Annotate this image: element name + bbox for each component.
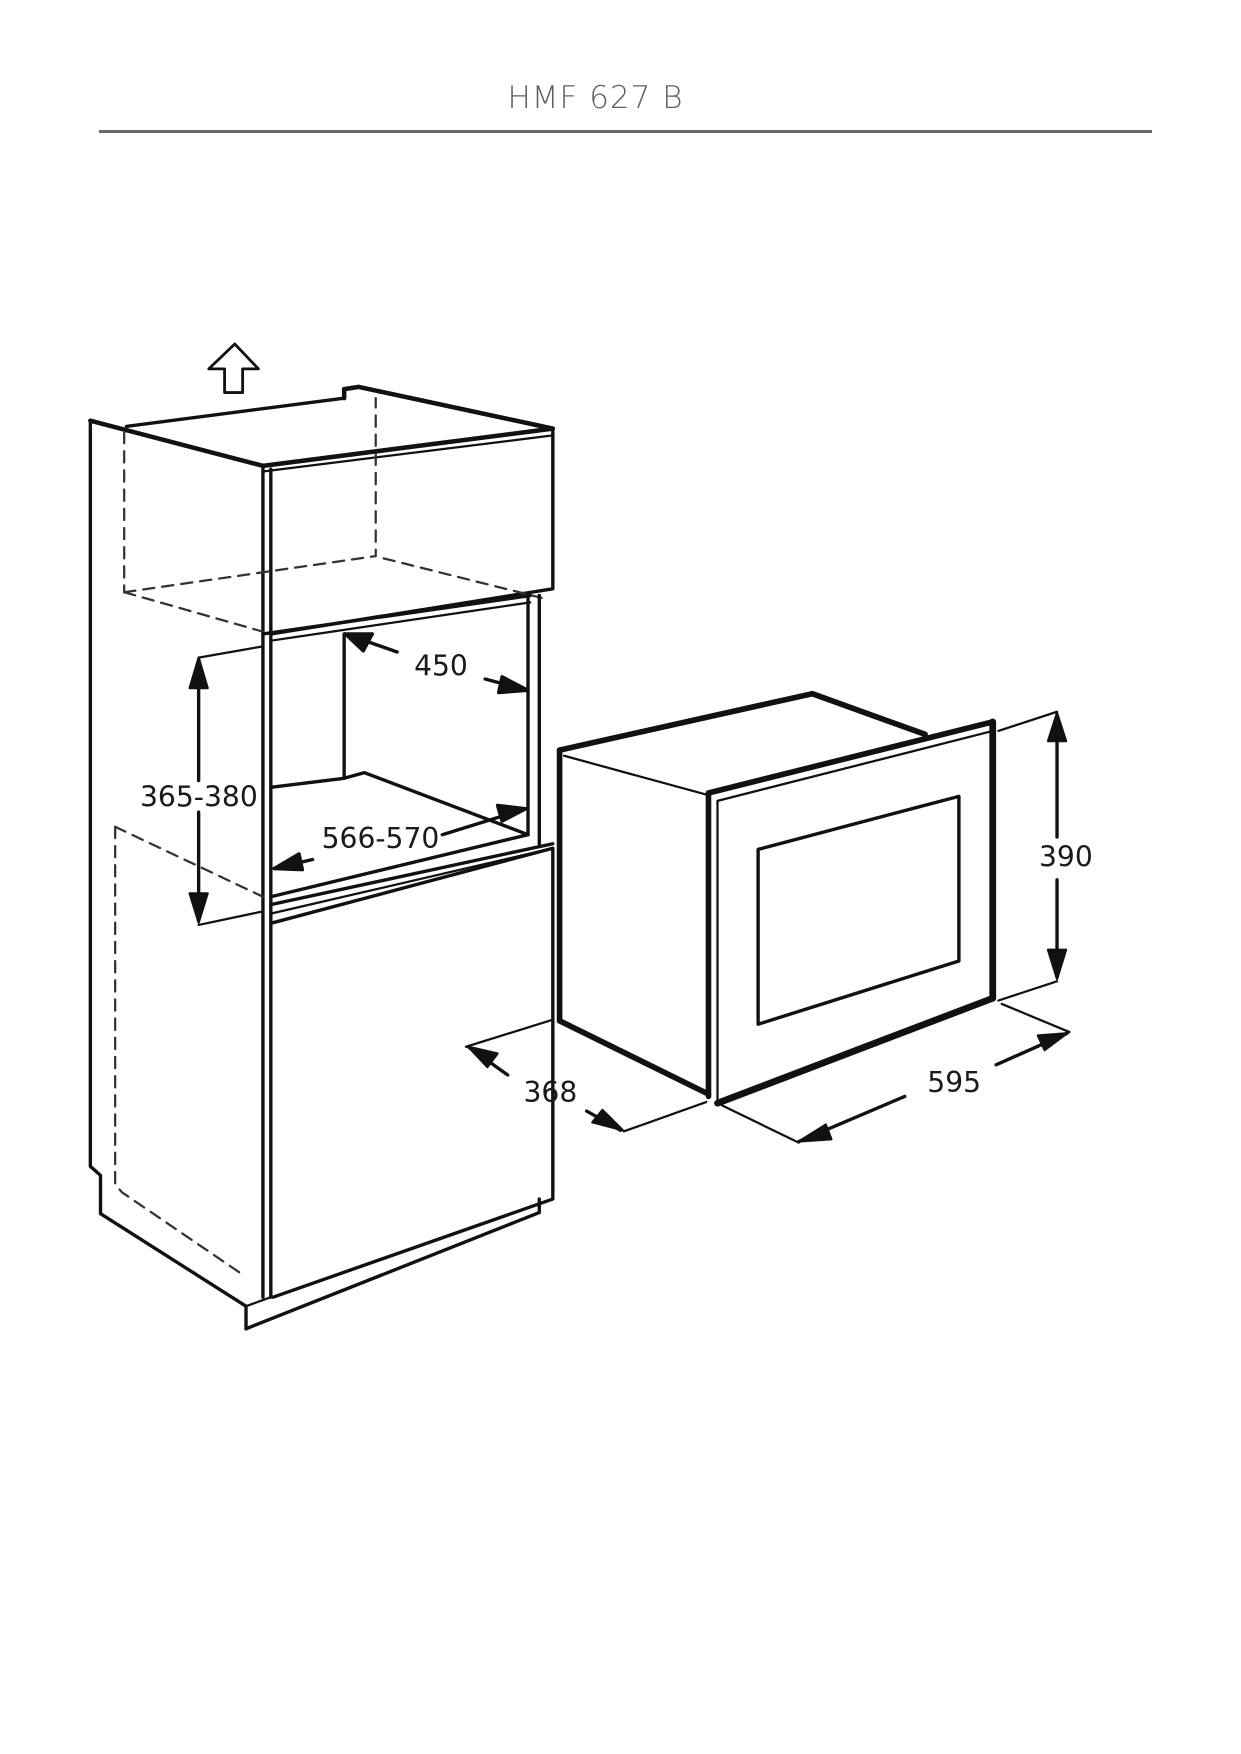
page-title: HMF 627 B	[507, 80, 684, 116]
label-niche-depth: 450	[414, 650, 468, 683]
dimension-appliance-depth	[464, 1018, 708, 1133]
title-divider	[99, 130, 1152, 133]
cabinet-drawing	[88, 342, 556, 1331]
dimension-niche-height	[188, 645, 265, 927]
dimension-appliance-height	[997, 710, 1068, 1002]
label-niche-width: 566-570	[322, 822, 440, 855]
label-appliance-height: 390	[1039, 840, 1093, 873]
label-appliance-depth: 368	[523, 1076, 577, 1109]
label-niche-height: 365-380	[140, 781, 258, 814]
dimension-niche-depth	[343, 632, 530, 695]
dimension-niche-width	[272, 803, 528, 872]
label-appliance-width: 595	[927, 1066, 981, 1099]
dimension-appliance-width	[720, 1002, 1071, 1144]
up-arrow-icon	[207, 342, 260, 394]
microwave-drawing	[556, 690, 997, 1107]
